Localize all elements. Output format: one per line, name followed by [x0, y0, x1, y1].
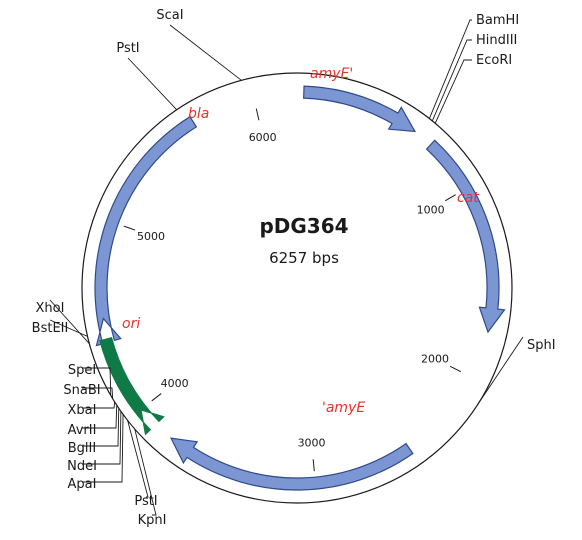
site-line-NdeI [82, 411, 122, 465]
site-labels: ScaI PstI BamHI HindIII EcoRI SphI XhoI BstEII S… [32, 8, 556, 528]
scale-tick-label-3000: 3000 [298, 436, 326, 449]
feature-arrow-bla [94, 115, 198, 347]
site-line-SpeI [82, 367, 112, 396]
site-line-XhoI [49, 299, 90, 344]
site-line-BamHI [428, 19, 472, 119]
feature-arrow-amyE-prime [303, 85, 417, 133]
site-label-EcoRI: EcoRI [476, 53, 512, 68]
scale-tick-2000 [449, 365, 462, 373]
scale-tick-label-5000: 5000 [137, 230, 165, 243]
scale-tick-5000 [123, 225, 136, 231]
plasmid-name: pDG364 [259, 214, 348, 238]
site-label-PstI: PstI [116, 41, 139, 56]
site-label-SnaBI: SnaBI [63, 383, 100, 398]
site-line-XbaI [82, 401, 116, 409]
site-line-BglII [82, 408, 120, 447]
site-leader-lines [49, 19, 524, 516]
site-label-ScaI: ScaI [156, 8, 183, 23]
site-label-HindIII: HindIII [476, 33, 517, 48]
site-label-XbaI: XbaI [68, 403, 97, 418]
feature-arrow-cat [425, 139, 506, 334]
site-label-SpeI: SpeI [68, 363, 96, 378]
site-label-NdeI: NdeI [67, 459, 97, 474]
feature-label-cat: cat [457, 190, 479, 206]
feature-arrows [94, 85, 506, 491]
site-line-AvrII [82, 405, 118, 429]
scale-tick-1000 [444, 194, 456, 202]
plasmid-size: 6257 bps [269, 249, 339, 267]
scale-ticks: 1000 2000 3000 4000 5000 6000 [123, 108, 462, 472]
scale-tick-label-6000: 6000 [249, 131, 277, 144]
site-label-SphI: SphI [527, 338, 556, 353]
site-label-BstEII: BstEII [32, 321, 69, 336]
site-label-AvrII: AvrII [68, 423, 97, 438]
scale-tick-3000 [312, 459, 315, 472]
site-line-ScaI [169, 24, 242, 81]
site-label-ApaI: ApaI [68, 477, 97, 492]
site-line-PstI [127, 420, 149, 498]
site-line-EcoRI [434, 59, 472, 124]
site-line-SnaBI [82, 387, 114, 399]
scale-tick-label-2000: 2000 [421, 353, 449, 366]
site-line-SphI [476, 336, 524, 406]
feature-label-bla: bla [188, 106, 209, 122]
site-line-PstI [127, 57, 178, 111]
feature-label-amyE-prime: amyE' [310, 66, 353, 82]
feature-arrow-prime-amyE [169, 437, 414, 491]
site-label-KpnI: KpnI [138, 513, 167, 528]
site-line-KpnI [134, 428, 157, 516]
scale-tick-label-1000: 1000 [417, 203, 445, 216]
feature-label-prime-amyE: 'amyE [322, 400, 365, 416]
scale-tick-label-4000: 4000 [161, 377, 189, 390]
site-label-PstI: PstI [134, 494, 157, 509]
site-line-ApaI [82, 414, 124, 483]
site-line-BstEII [49, 319, 88, 337]
site-label-BglII: BglII [68, 441, 96, 456]
site-label-XhoI: XhoI [36, 301, 65, 316]
scale-tick-4000 [151, 393, 162, 402]
scale-tick-6000 [255, 108, 260, 121]
plasmid-backbone [81, 72, 513, 504]
feature-label-ori: ori [122, 316, 140, 332]
feature-arrow-ori [99, 336, 165, 436]
site-label-BamHI: BamHI [476, 13, 519, 28]
site-line-HindIII [431, 39, 472, 122]
